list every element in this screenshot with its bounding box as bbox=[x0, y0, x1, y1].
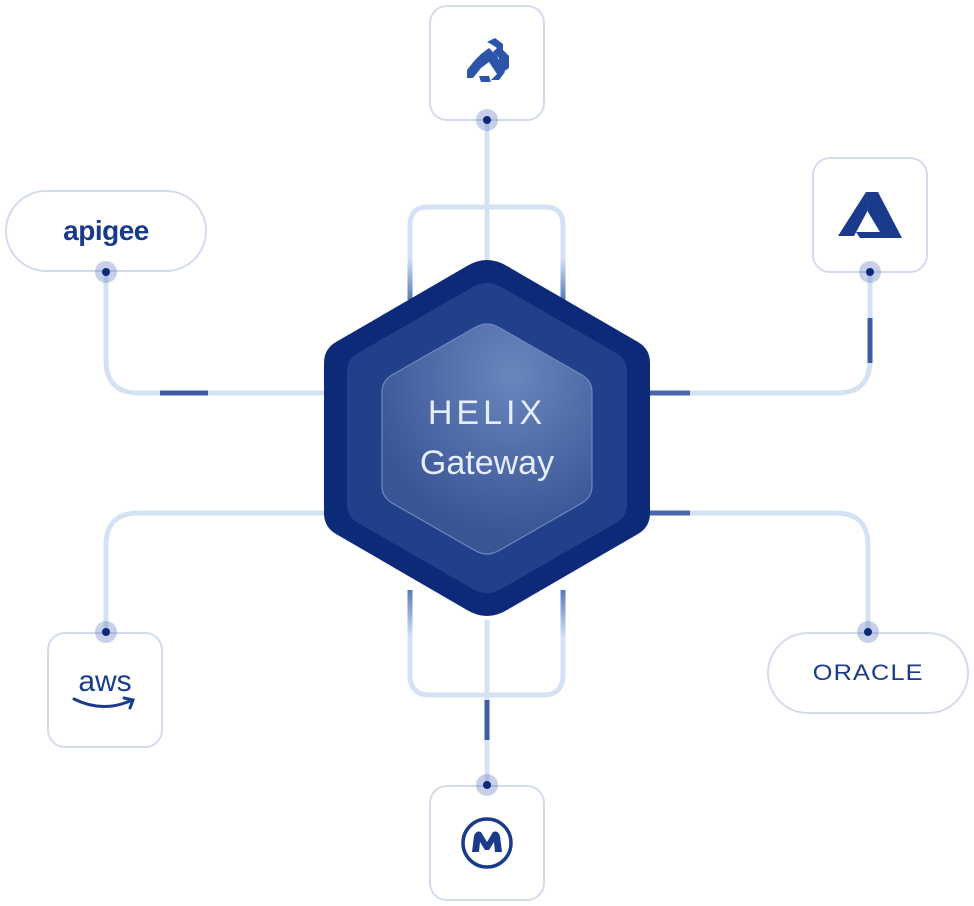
oracle-wordmark: ORACLE bbox=[812, 660, 924, 685]
oracle-connector-dot bbox=[857, 621, 879, 643]
integration-mulesoft[interactable] bbox=[429, 785, 545, 901]
hub-hexagon-inner bbox=[381, 323, 593, 555]
hub-subtitle: Gateway bbox=[419, 444, 555, 482]
mulesoft-connector-dot bbox=[476, 774, 498, 796]
connector-aws bbox=[103, 510, 330, 632]
aws-wordmark: aws bbox=[78, 665, 132, 698]
kong-connector-dot bbox=[476, 109, 498, 131]
kong-gorilla-icon bbox=[467, 38, 509, 82]
azure-icon bbox=[838, 192, 902, 238]
integration-kong[interactable] bbox=[429, 5, 545, 121]
connector-oracle bbox=[648, 510, 871, 632]
integration-aws[interactable]: aws bbox=[47, 632, 163, 748]
hub-brand: HELIX bbox=[427, 394, 547, 432]
mulesoft-icon bbox=[461, 817, 513, 869]
integration-azure[interactable] bbox=[812, 157, 928, 273]
integration-apigee[interactable]: apigee bbox=[5, 190, 207, 272]
azure-connector-dot bbox=[859, 261, 881, 283]
apigee-wordmark: apigee bbox=[63, 215, 149, 246]
aws-connector-dot bbox=[95, 621, 117, 643]
aws-logo: aws bbox=[72, 665, 138, 711]
integration-oracle[interactable]: ORACLE bbox=[767, 632, 969, 714]
connector-apigee bbox=[103, 272, 330, 396]
aws-smile-icon bbox=[72, 696, 136, 710]
connector-azure bbox=[648, 272, 873, 396]
apigee-connector-dot bbox=[95, 261, 117, 283]
